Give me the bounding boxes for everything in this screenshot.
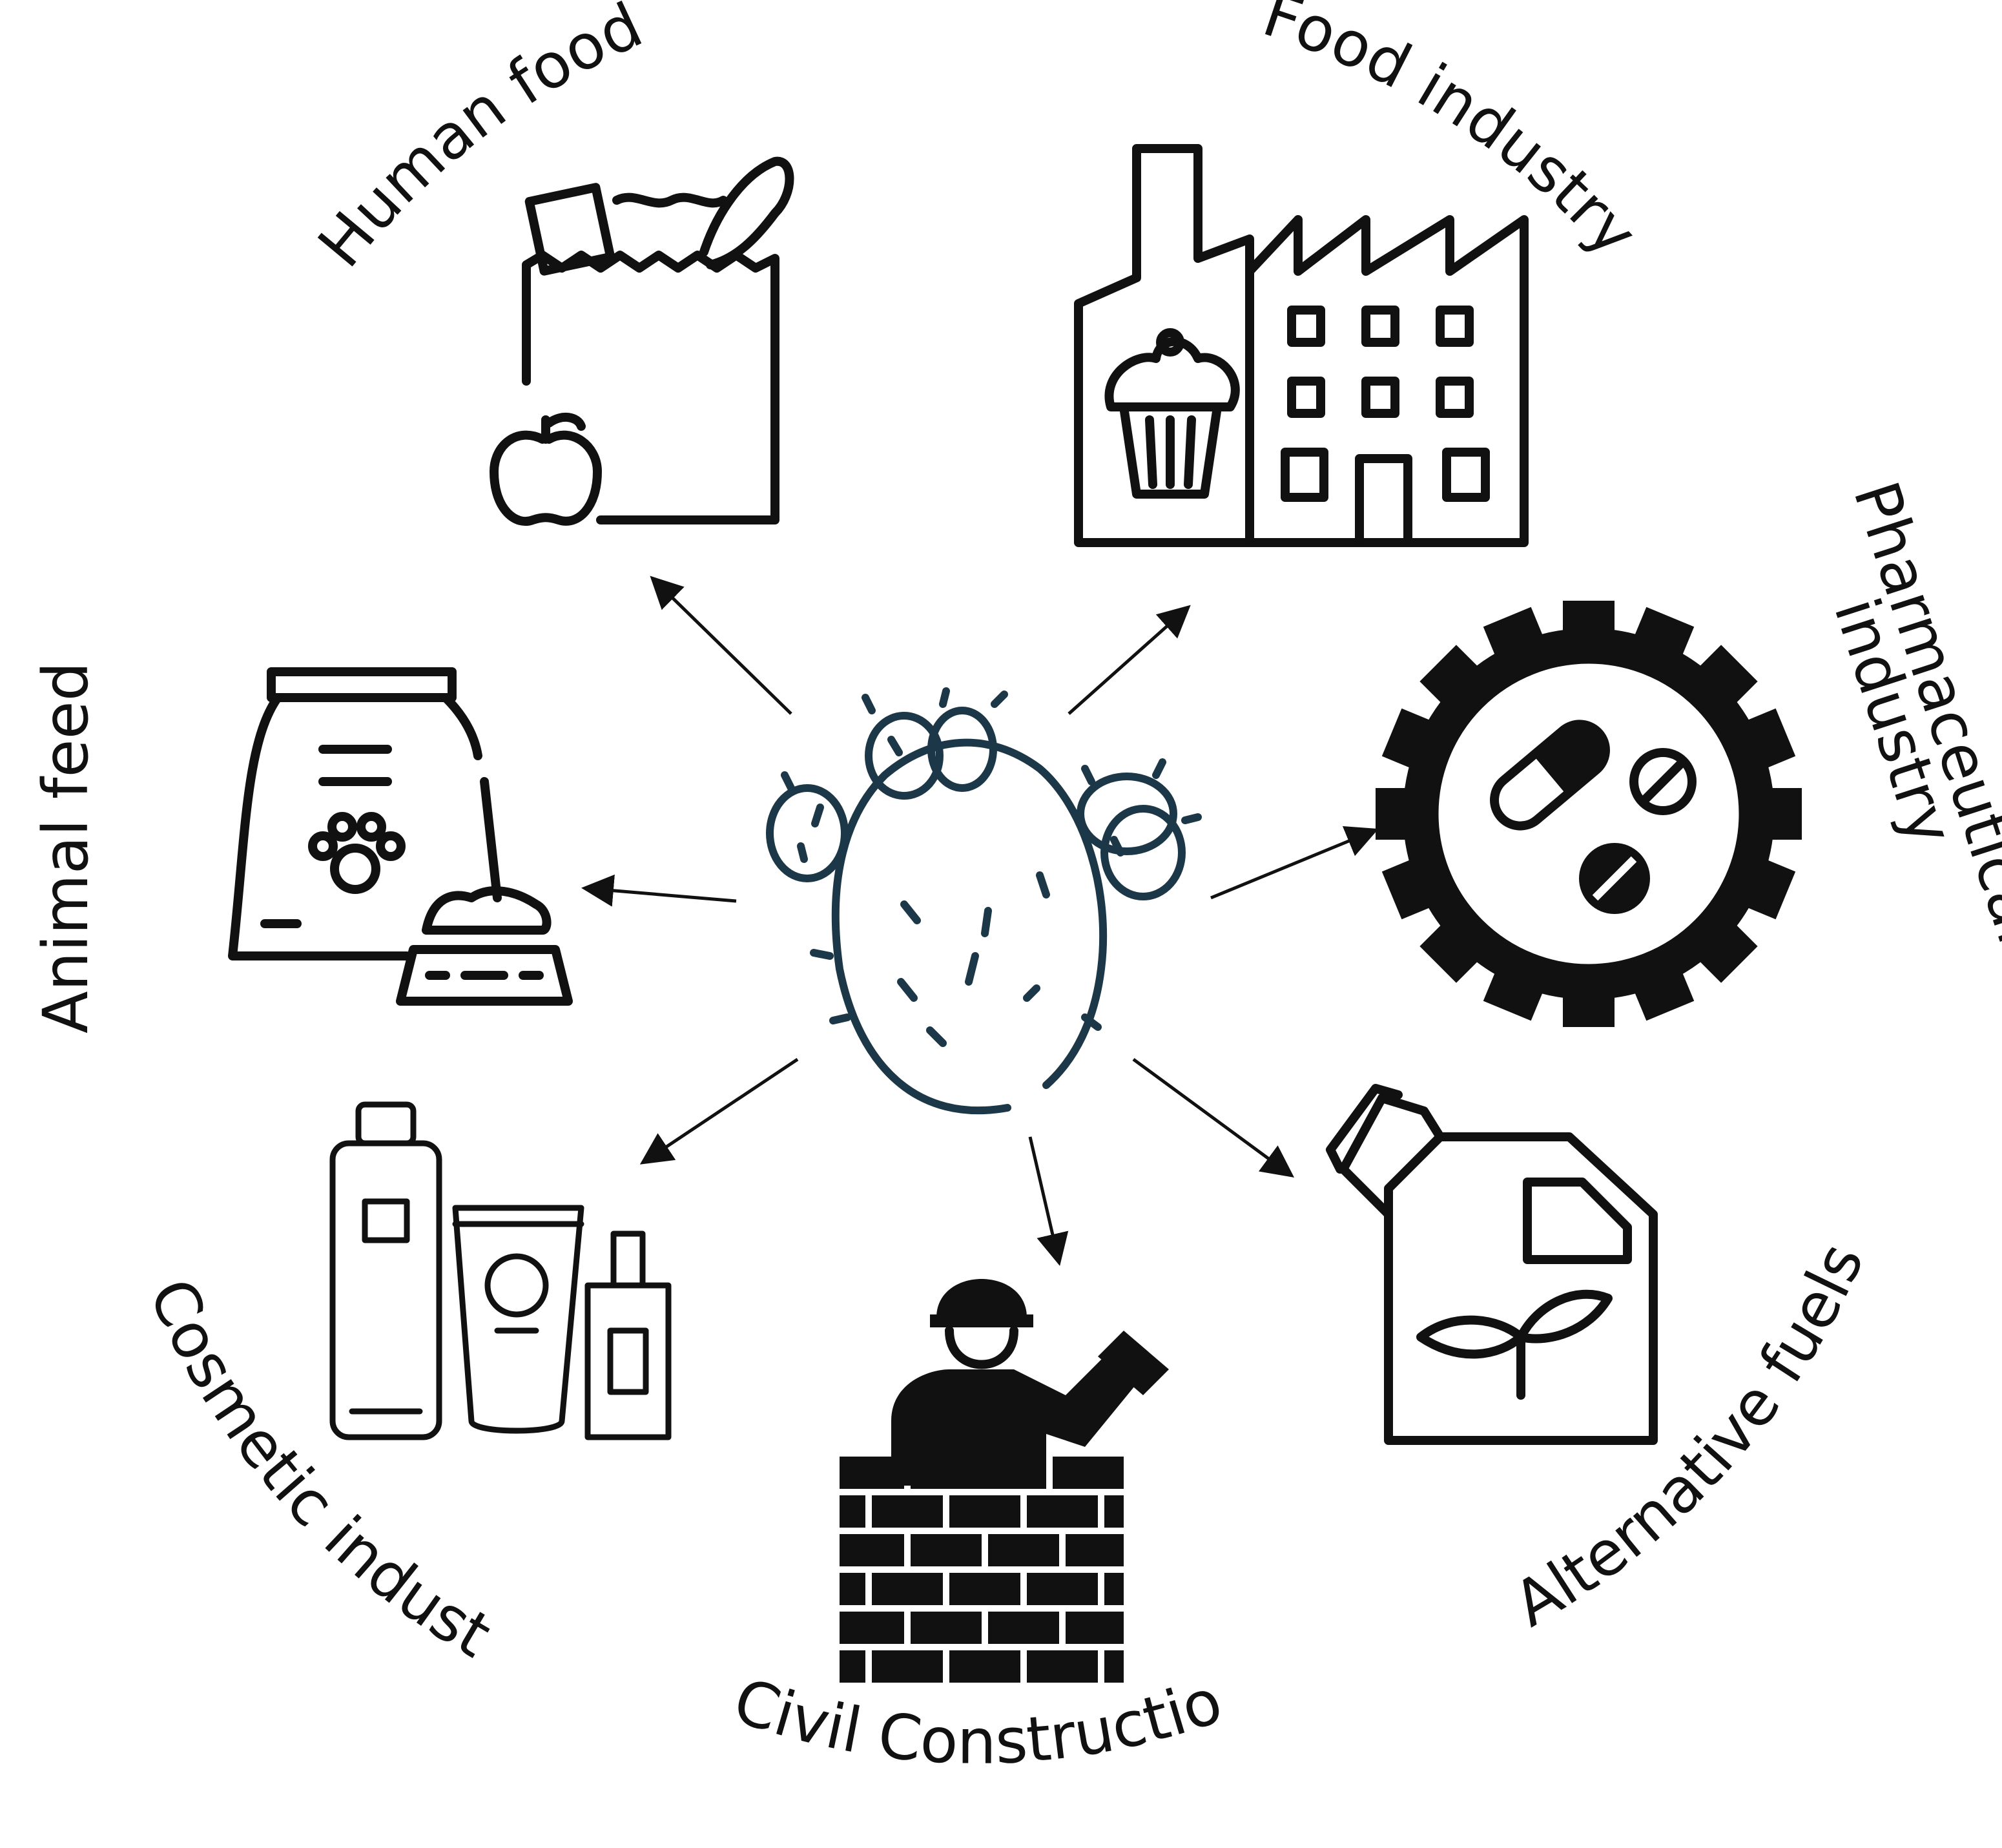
pet-food-bag-icon <box>228 667 573 1006</box>
prickly-pear-cactus-icon <box>766 687 1202 1115</box>
arrow-animal-feed <box>581 874 737 907</box>
pill-gear-icon <box>1376 601 1802 1027</box>
arrow-cosmetic <box>639 1057 799 1165</box>
label-human-food: Human food <box>304 0 653 280</box>
arrow-human-food <box>650 576 792 715</box>
cosmetic-bottles-icon <box>329 1101 672 1440</box>
connector-arrows <box>581 576 1379 1266</box>
food-factory-icon <box>1074 144 1529 547</box>
arrow-pharmaceutical <box>1210 826 1379 900</box>
label-animal-feed: Animal feed <box>30 661 102 1033</box>
grocery-bag-icon <box>490 156 794 526</box>
biofuel-canister-icon <box>1326 1084 1658 1445</box>
arrow-civil-construction <box>1028 1136 1069 1266</box>
arrow-food-industry <box>1068 605 1191 715</box>
bricklayer-icon <box>840 1279 1169 1683</box>
arrow-alternative-fuels <box>1132 1057 1295 1178</box>
